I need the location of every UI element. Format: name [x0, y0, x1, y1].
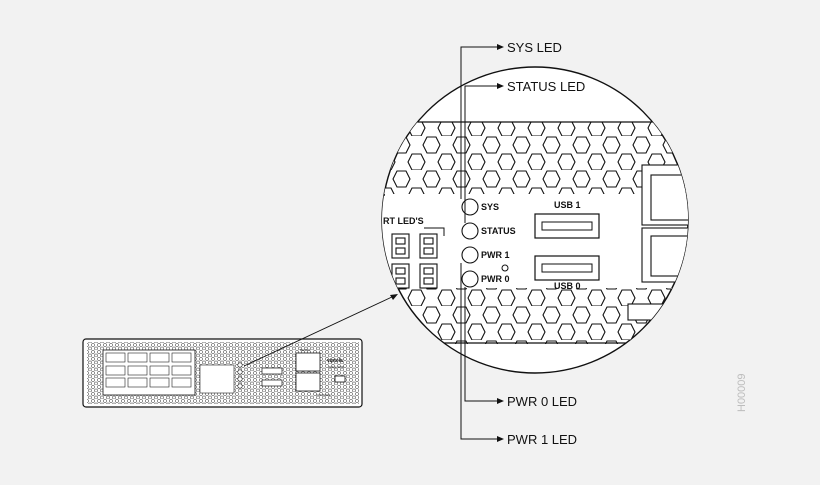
port-led-bracket [424, 227, 445, 236]
device-brand: viptela [327, 358, 343, 364]
pwr0-label: PWR 0 [481, 274, 510, 284]
port-leds-label: RT LED'S [383, 216, 424, 226]
pwr0-led-icon [461, 270, 479, 288]
pwr1-led-icon [461, 246, 479, 264]
port-grid [105, 352, 192, 388]
pwr1-label: PWR 1 [481, 250, 510, 260]
port-led-block [199, 364, 235, 394]
figure-id: H00009 [736, 373, 748, 412]
usb0-label: USB 0 [554, 281, 581, 291]
device-model: vEdge-1000 [328, 365, 345, 369]
sys-led-icon [461, 198, 479, 216]
device-front-panel: viptela vEdge-1000 RESET CONSOLE [82, 338, 363, 408]
sys-led-callout: SYS LED [507, 40, 562, 55]
callout-arrowheads [497, 44, 504, 442]
vent-hex-top [382, 122, 688, 194]
usb1-label: USB 1 [554, 200, 581, 210]
callout-leaders [460, 46, 500, 440]
status-led-callout: STATUS LED [507, 79, 585, 94]
zoom-leader-line [243, 295, 395, 367]
status-label: STATUS [481, 226, 516, 236]
status-led-column [237, 362, 243, 389]
device-usb-1 [261, 367, 283, 375]
zoom-leader-arrow [390, 294, 398, 300]
device-usb-0 [261, 379, 283, 387]
pwr1-led-callout: PWR 1 LED [507, 432, 577, 447]
device-mgmt-port [295, 352, 321, 372]
sys-label: SYS [481, 202, 499, 212]
magnified-view: RT LED'S SYS STATUS PWR 1 PWR 0 USB 1 US… [381, 66, 689, 374]
device-reset-label: RESET [300, 348, 310, 352]
status-led-icon [461, 222, 479, 240]
device-console-port [295, 372, 321, 392]
device-console-label: CONSOLE [316, 393, 331, 397]
usb0-slot [541, 263, 593, 273]
usb1-slot [541, 221, 593, 231]
port-led-squares [391, 233, 438, 289]
reset-pinhole-icon [501, 264, 509, 272]
pwr0-led-callout: PWR 0 LED [507, 394, 577, 409]
device-mini-usb [334, 375, 346, 383]
